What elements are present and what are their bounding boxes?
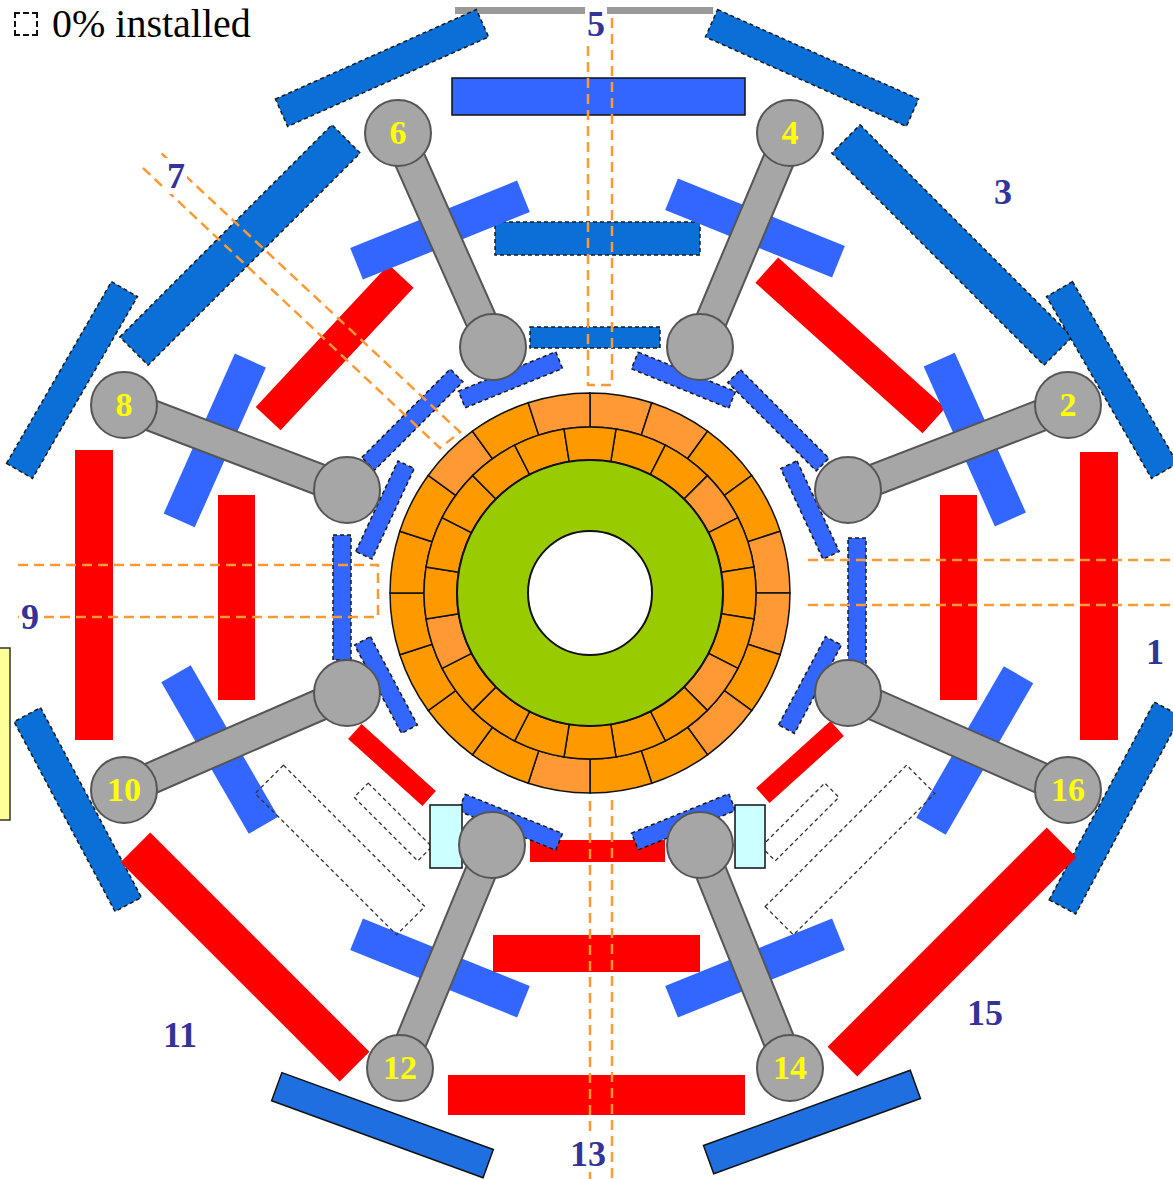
station-number: 10 — [107, 773, 141, 807]
station-number: 4 — [782, 116, 799, 150]
red-module — [756, 721, 844, 803]
spoke — [398, 133, 493, 347]
ring-segment — [424, 567, 459, 619]
station-number: 8 — [116, 388, 133, 422]
red-module — [75, 450, 113, 740]
spoke-outline — [848, 693, 1068, 790]
red-module — [828, 828, 1077, 1077]
central-ring — [390, 393, 790, 793]
red-module — [755, 257, 945, 433]
legend-text: 0% installed — [52, 2, 251, 46]
inner-hub — [314, 457, 380, 523]
station-outline — [365, 100, 431, 166]
station-number: 14 — [773, 1051, 807, 1085]
ring-segment — [564, 427, 616, 462]
inner-hub — [459, 812, 525, 878]
sector-number: 15 — [965, 995, 1005, 1031]
sector-number: 3 — [992, 174, 1014, 210]
station-outline — [367, 1035, 433, 1101]
beam-line — [808, 560, 1173, 605]
red-module — [348, 724, 436, 806]
spoke-outline — [848, 405, 1068, 490]
sector-number: 5 — [585, 6, 607, 42]
spoke-outline — [398, 133, 493, 347]
sector-number: 1 — [1144, 634, 1166, 670]
inner-hub — [815, 457, 881, 523]
sector-number: 9 — [19, 599, 41, 635]
red-module — [1080, 452, 1118, 740]
ring-segment — [564, 724, 616, 759]
inner-hub — [815, 660, 881, 726]
station-outline — [1035, 757, 1101, 823]
station-number: 12 — [383, 1051, 417, 1085]
station-circle: 10 — [90, 756, 158, 824]
beam-hole — [528, 531, 652, 655]
inner-hub — [460, 314, 526, 380]
spoke — [700, 133, 790, 347]
spoke-outline — [700, 133, 790, 347]
station-circle: 6 — [364, 99, 432, 167]
station-circle: 12 — [366, 1034, 434, 1102]
inner-module — [848, 538, 866, 663]
cyan-box — [430, 805, 462, 868]
red-module — [940, 495, 977, 700]
sector-number: 7 — [165, 158, 187, 194]
legend-sample — [14, 12, 38, 36]
red-module — [218, 495, 255, 700]
spoke — [124, 405, 347, 490]
spoke-outline — [400, 845, 492, 1068]
station-outline — [1035, 372, 1101, 438]
top-module — [452, 78, 745, 115]
spoke — [848, 405, 1068, 490]
station-number: 6 — [390, 116, 407, 150]
red-module — [448, 1075, 745, 1115]
beam-line — [588, 14, 612, 385]
station-outline — [757, 1035, 823, 1101]
station-circle: 14 — [756, 1034, 824, 1102]
inner-hub — [314, 660, 380, 726]
spoke-outline — [124, 693, 347, 790]
station-number: 2 — [1060, 388, 1077, 422]
inner-module — [728, 370, 829, 471]
station-circle: 8 — [90, 371, 158, 439]
beam-line — [590, 800, 612, 1179]
top-module — [495, 222, 700, 255]
outer-module — [120, 125, 360, 365]
side-note-box — [0, 648, 10, 820]
station-outline — [757, 100, 823, 166]
inner-hub — [667, 314, 733, 380]
top-module — [530, 327, 660, 348]
inner-module — [333, 535, 351, 660]
top-sliver — [455, 7, 713, 14]
spoke-outline — [700, 845, 790, 1068]
outer-module — [832, 125, 1072, 365]
ring-segment — [721, 567, 756, 619]
station-circle: 16 — [1034, 756, 1102, 824]
station-number: 16 — [1051, 773, 1085, 807]
station-circle: 2 — [1034, 371, 1102, 439]
inner-cylinder — [457, 460, 723, 726]
legend-entry: 0% installed — [14, 2, 251, 46]
station-outline — [91, 757, 157, 823]
station-circle: 4 — [756, 99, 824, 167]
spoke — [124, 693, 347, 790]
empty-slot — [255, 765, 425, 935]
sector-number: 13 — [568, 1136, 608, 1172]
spoke — [700, 845, 790, 1068]
sector-number: 11 — [161, 1017, 199, 1053]
spoke — [848, 693, 1068, 790]
cyan-box — [735, 805, 765, 868]
inner-hub — [667, 812, 733, 878]
red-module — [493, 935, 700, 972]
beam-line — [18, 565, 378, 617]
station-outline — [91, 372, 157, 438]
empty-slot — [765, 765, 935, 935]
spoke-outline — [124, 405, 347, 490]
spoke — [400, 845, 492, 1068]
